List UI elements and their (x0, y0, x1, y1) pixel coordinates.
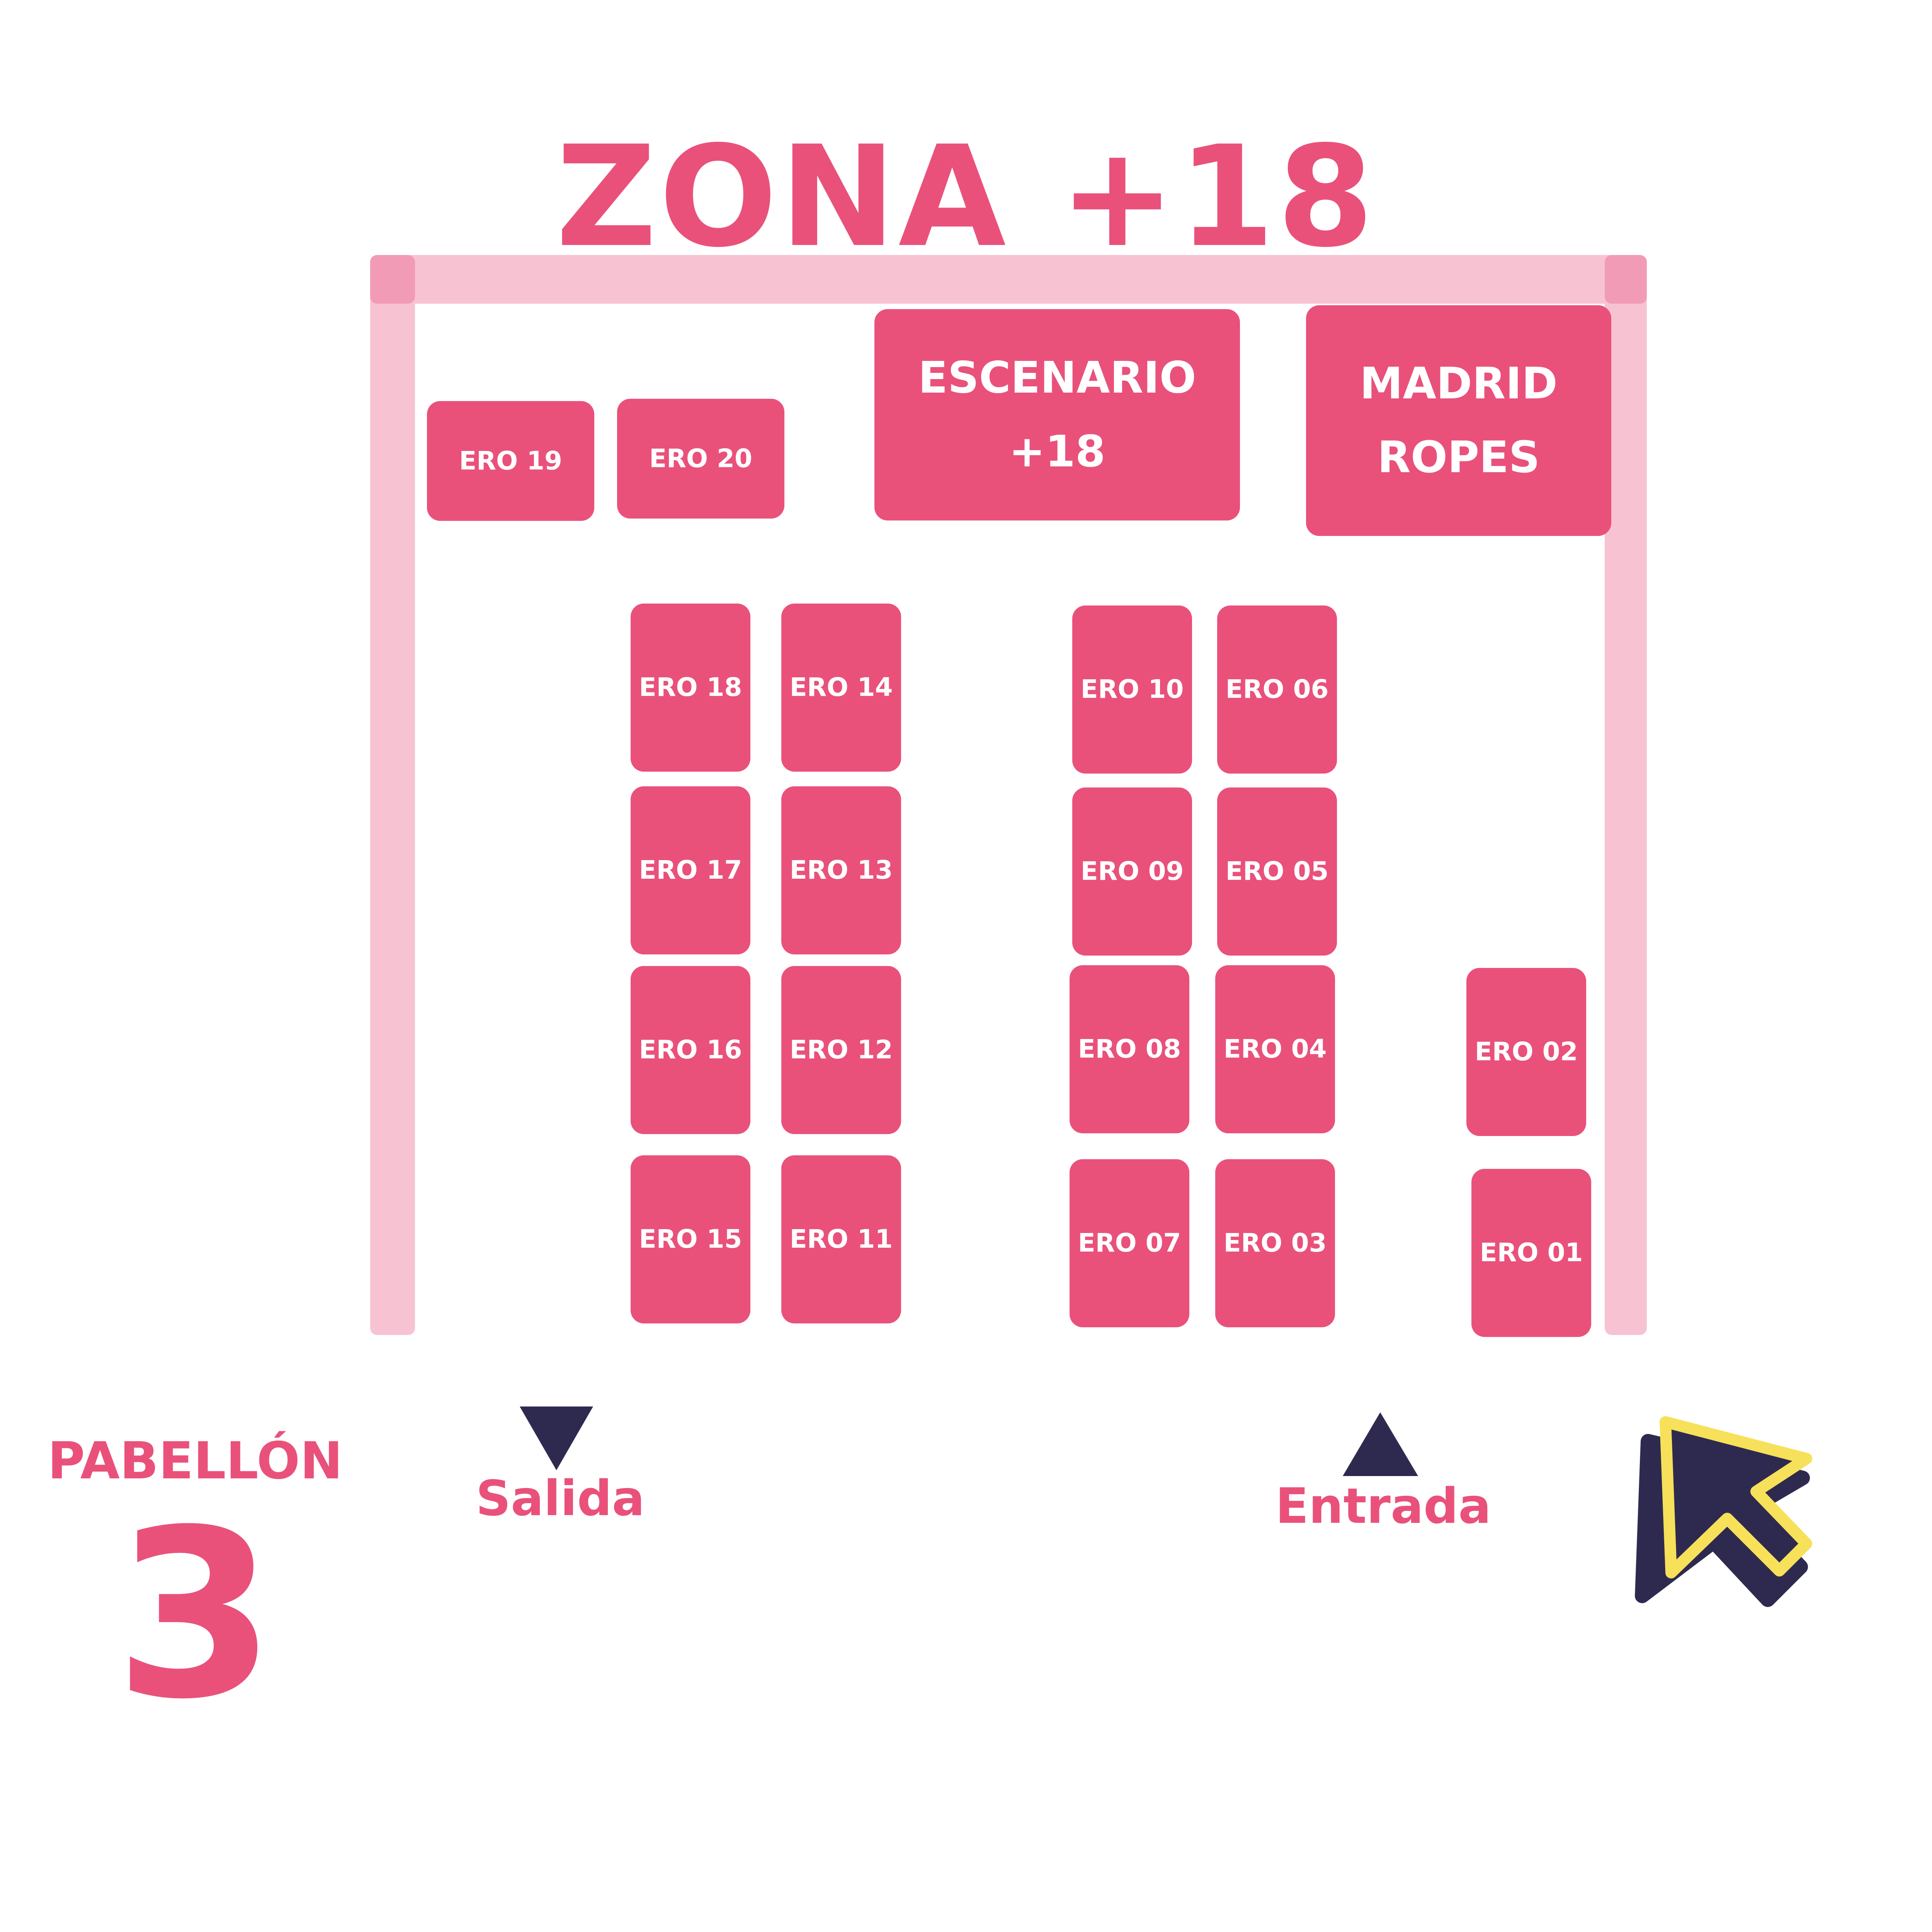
booth-ero-17[interactable]: ERO 17 (631, 786, 750, 954)
triangle-down-icon (520, 1406, 593, 1470)
pavilion-number: 3 (114, 1480, 276, 1750)
booth-ero-10[interactable]: ERO 10 (1072, 605, 1192, 774)
stage-escenario-label: ESCENARIO +18 (918, 353, 1196, 477)
booth-label: ERO 20 (649, 443, 752, 473)
pavilion-label: PABELLÓN (48, 1431, 343, 1491)
stage-madrid-ropes-label: MADRID ROPES (1360, 359, 1558, 483)
booth-label: ERO 17 (639, 855, 742, 885)
booth-ero-13[interactable]: ERO 13 (781, 786, 901, 954)
left-wall (370, 255, 415, 1335)
booth-ero-05[interactable]: ERO 05 (1217, 787, 1337, 956)
booth-ero-16[interactable]: ERO 16 (631, 966, 750, 1134)
booth-label: ERO 04 (1223, 1034, 1327, 1064)
booth-label: ERO 07 (1078, 1228, 1181, 1258)
booth-label: ERO 10 (1080, 674, 1184, 704)
booth-ero-11[interactable]: ERO 11 (781, 1155, 901, 1323)
booth-ero-15[interactable]: ERO 15 (631, 1155, 750, 1323)
booth-label: ERO 13 (789, 855, 893, 885)
booth-ero-07[interactable]: ERO 07 (1070, 1159, 1189, 1327)
booth-label: ERO 19 (459, 446, 562, 476)
right-wall (1605, 255, 1647, 1335)
booth-label: ERO 18 (639, 672, 742, 702)
booth-ero-02[interactable]: ERO 02 (1466, 968, 1586, 1136)
cursor-arrow-icon (1635, 1416, 1812, 1607)
top-right-corner (1605, 255, 1647, 304)
booth-label: ERO 15 (639, 1224, 742, 1254)
top-left-corner (370, 255, 415, 304)
booth-ero-09[interactable]: ERO 09 (1072, 787, 1192, 956)
booth-label: ERO 11 (789, 1224, 893, 1254)
stage-escenario[interactable]: ESCENARIO +18 (874, 309, 1240, 520)
booth-label: ERO 12 (789, 1035, 893, 1065)
booth-ero-18[interactable]: ERO 18 (631, 604, 750, 772)
booth-label: ERO 14 (789, 672, 893, 702)
booth-ero-01[interactable]: ERO 01 (1471, 1169, 1591, 1337)
booth-ero-19[interactable]: ERO 19 (427, 401, 594, 521)
booth-ero-03[interactable]: ERO 03 (1215, 1159, 1335, 1327)
booth-label: ERO 08 (1078, 1034, 1181, 1064)
zone-title: ZONA +18 (556, 116, 1376, 278)
booth-label: ERO 03 (1223, 1228, 1327, 1258)
booth-ero-04[interactable]: ERO 04 (1215, 965, 1335, 1133)
booth-ero-08[interactable]: ERO 08 (1070, 965, 1189, 1133)
triangle-up-icon (1343, 1412, 1418, 1476)
booth-label: ERO 06 (1225, 674, 1329, 704)
top-wall (370, 255, 1647, 304)
booth-ero-12[interactable]: ERO 12 (781, 966, 901, 1134)
booth-ero-06[interactable]: ERO 06 (1217, 605, 1337, 774)
booth-label: ERO 09 (1080, 856, 1184, 886)
booth-label: ERO 02 (1475, 1037, 1578, 1067)
booth-label: ERO 01 (1480, 1238, 1583, 1268)
booth-ero-14[interactable]: ERO 14 (781, 604, 901, 772)
salida-label: Salida (476, 1470, 645, 1527)
booth-label: ERO 16 (639, 1035, 742, 1065)
stage-madrid-ropes[interactable]: MADRID ROPES (1306, 305, 1611, 536)
booth-ero-20[interactable]: ERO 20 (617, 399, 784, 519)
booth-label: ERO 05 (1225, 856, 1329, 886)
entrada-label: Entrada (1275, 1478, 1492, 1534)
